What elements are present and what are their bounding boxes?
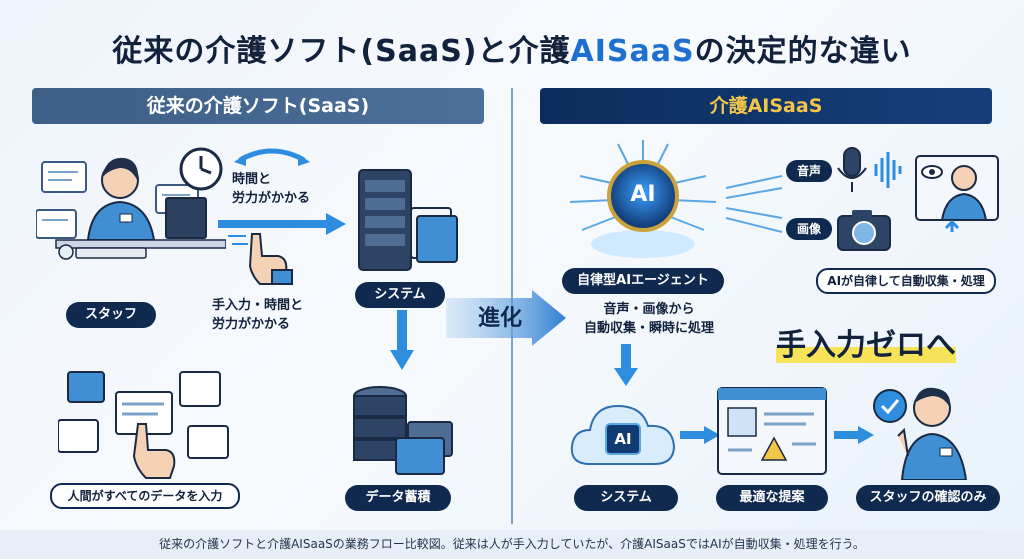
- right-header: 介護AISaaS: [540, 88, 992, 124]
- camera-view-icon: [912, 152, 1002, 242]
- staff-confirm-illustration: [870, 376, 980, 480]
- zero-input-headline: 手入力ゼロへ: [776, 320, 956, 364]
- left-system-pill: システム: [355, 282, 445, 308]
- title-highlight: AISaaS: [570, 34, 695, 69]
- manual-input-label: 手入力・時間と 労力がかかる: [212, 298, 304, 332]
- down-arrow-left: [390, 310, 414, 370]
- left-header: 従来の介護ソフト(SaaS): [32, 88, 484, 124]
- staff-confirm-pill: スタッフの確認のみ: [856, 485, 1000, 511]
- data-entry-illustration: [58, 370, 238, 480]
- hand-pointer-icon: [226, 226, 296, 286]
- flow-arrow-1: [680, 426, 720, 444]
- image-pill: 画像: [786, 218, 832, 240]
- camera-icon: [836, 208, 896, 252]
- right-system-pill: システム: [574, 485, 678, 511]
- proposal-screen-icon: [716, 386, 828, 478]
- flow-arrow-2: [834, 426, 874, 444]
- title-part1: 従来の介護ソフト(SaaS)と介護: [112, 34, 571, 69]
- data-storage-pill: データ蓄積: [345, 485, 451, 511]
- evolution-label: 進化: [478, 306, 523, 331]
- staff-pill: スタッフ: [66, 302, 156, 328]
- down-arrow-right: [614, 344, 638, 386]
- cloud-ai-icon: [568, 394, 680, 476]
- cycle-arrow-icon: [232, 146, 312, 168]
- clock-icon: [178, 146, 224, 192]
- proposal-pill: 最適な提案: [716, 485, 828, 511]
- database-icon: [336, 382, 466, 482]
- microphone-icon: [836, 146, 910, 198]
- page-title: 従来の介護ソフト(SaaS)と介護AISaaSの決定的な違い: [0, 26, 1024, 70]
- title-part2: の決定的な違い: [694, 34, 912, 69]
- staff-illustration: [36, 140, 226, 300]
- signal-lines: [726, 158, 786, 248]
- auto-process-pill: AIが自律して自動収集・処理: [816, 268, 996, 294]
- manual-input-all-pill: 人間がすべてのデータを入力: [50, 483, 240, 509]
- zero-input-text: 手入力ゼロへ: [776, 328, 956, 363]
- ai-core-illustration: [560, 136, 726, 270]
- voice-pill: 音声: [786, 160, 832, 182]
- time-effort-label: 時間と 労力がかかる: [232, 172, 311, 206]
- ai-core-label: AI: [630, 182, 656, 207]
- process-description: 音声・画像から 自動収集・瞬時に処理: [583, 302, 714, 336]
- server-icon: [351, 168, 461, 276]
- cloud-ai-label: AI: [614, 430, 632, 448]
- figure-caption: 従来の介護ソフトと介護AISaaSの業務フロー比較図。従来は人が手入力していたが…: [0, 530, 1024, 559]
- ai-agent-pill: 自律型AIエージェント: [562, 268, 724, 294]
- left-flow-arrow: [218, 213, 346, 235]
- evolution-arrow: [446, 290, 566, 346]
